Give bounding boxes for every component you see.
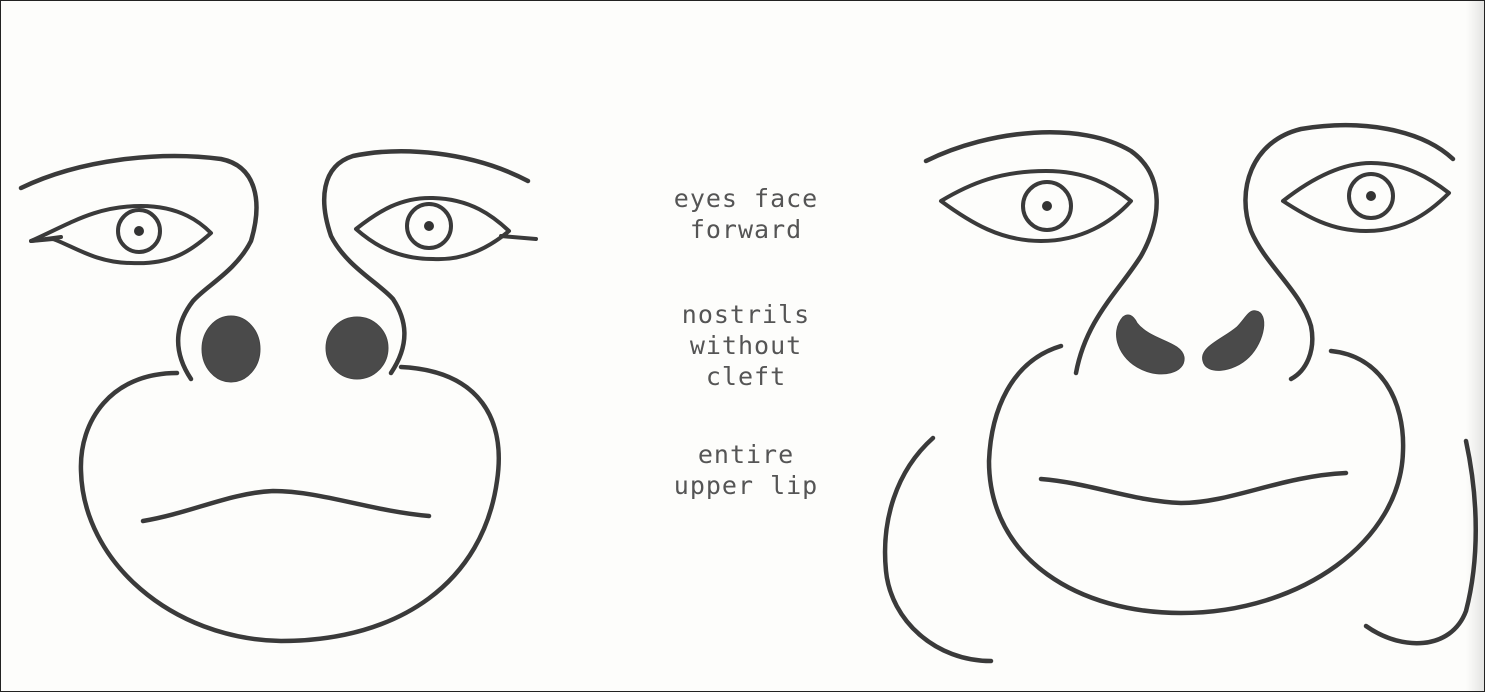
caption-eyes-line-2: forward: [631, 214, 861, 245]
right-face-right-nostril: [1203, 311, 1264, 371]
left-face-mouth: [143, 491, 429, 521]
caption-eyes-line-1: eyes face: [631, 183, 861, 214]
right-face-mouth: [1041, 473, 1346, 503]
right-face-left-eye-outline: [941, 171, 1131, 241]
right-face: [885, 125, 1476, 661]
page-edge-shadow: [1466, 1, 1484, 691]
left-face-left-eye-outline: [31, 206, 211, 263]
caption-eyes: eyes face forward: [631, 183, 861, 245]
caption-nostrils-line-1: nostrils: [631, 299, 861, 330]
left-face: [21, 151, 536, 641]
left-face-right-nostril: [326, 317, 388, 379]
left-face-muzzle-outline: [81, 367, 499, 641]
right-face-right-cheek: [1366, 441, 1476, 643]
caption-nostrils: nostrils without cleft: [631, 299, 861, 392]
caption-nostrils-line-3: cleft: [631, 361, 861, 392]
right-face-left-cheek: [885, 438, 991, 661]
left-face-left-pupil: [134, 226, 144, 236]
caption-nostrils-line-2: without: [631, 330, 861, 361]
caption-lip-line-2: upper lip: [631, 470, 861, 501]
left-face-right-pupil: [424, 221, 434, 231]
caption-lip-line-1: entire: [631, 439, 861, 470]
right-face-right-pupil: [1366, 191, 1376, 201]
left-face-right-eye-tail: [501, 236, 536, 239]
caption-lip: entire upper lip: [631, 439, 861, 501]
right-face-left-pupil: [1042, 201, 1052, 211]
right-face-left-nostril: [1117, 315, 1185, 374]
left-face-left-nostril: [202, 316, 260, 382]
right-face-right-brow-nose-line: [1245, 125, 1453, 379]
